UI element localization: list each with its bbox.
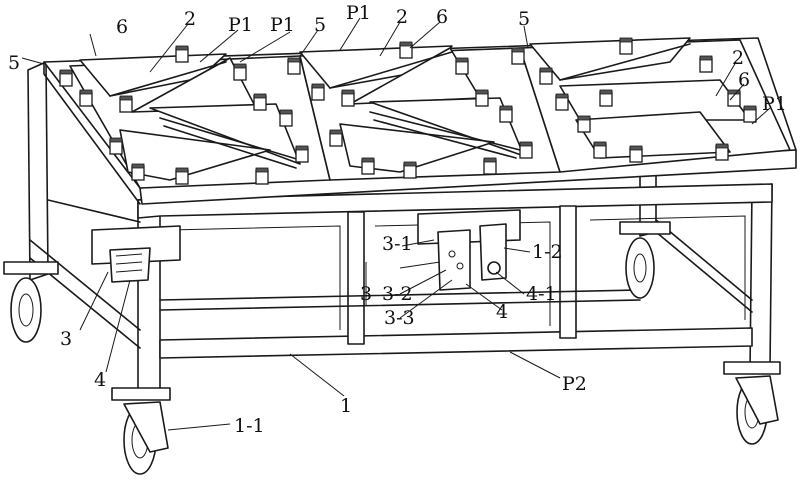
label-6-b: 6 — [436, 6, 448, 28]
label-P1-b: P1 — [270, 14, 295, 36]
label-3-2: 3-2 — [382, 283, 413, 305]
left-actuator — [110, 248, 150, 282]
caster-rear-right-plate — [620, 222, 670, 234]
label-1-1: 1-1 — [234, 415, 265, 437]
frame-mid-post-1 — [348, 212, 364, 344]
label-2-a: 2 — [184, 8, 196, 30]
label-6-c: 6 — [738, 69, 750, 91]
mid-actuator — [438, 230, 470, 290]
label-5-c: 5 — [518, 8, 530, 30]
label-2-b: 2 — [396, 6, 408, 28]
label-3-mid: 3 — [360, 283, 372, 305]
caster-front-right-plate — [724, 362, 780, 374]
caster-front-left-plate — [112, 388, 170, 400]
label-6-a: 6 — [116, 16, 128, 38]
frame-front-right-leg — [750, 184, 772, 372]
label-4-1: 4-1 — [526, 283, 557, 305]
label-2-c: 2 — [732, 47, 744, 69]
label-4-mid: 4 — [496, 301, 508, 323]
label-1-2: 1-2 — [532, 241, 563, 263]
label-P1-a: P1 — [228, 14, 253, 36]
caster-rear-left-plate — [4, 262, 58, 274]
label-3-1: 3-1 — [382, 233, 413, 255]
label-3-3: 3-3 — [384, 307, 415, 329]
label-5-b: 5 — [314, 14, 326, 36]
label-5-a: 5 — [8, 52, 20, 74]
label-P1-d: P1 — [762, 93, 787, 115]
label-P2: P2 — [562, 373, 587, 395]
caster-rear-left-wheel — [11, 278, 41, 342]
label-4-left: 4 — [94, 369, 106, 391]
label-3-left: 3 — [60, 328, 72, 350]
label-P1-c: P1 — [346, 2, 371, 24]
caster-rear-right-wheel — [626, 238, 654, 298]
frame-left-upper-rail — [48, 200, 140, 222]
frame-front-left-leg — [138, 196, 160, 396]
frame-mid-post-2 — [560, 206, 576, 338]
label-1: 1 — [340, 395, 352, 417]
frame-front-bottom-beam — [160, 328, 752, 358]
